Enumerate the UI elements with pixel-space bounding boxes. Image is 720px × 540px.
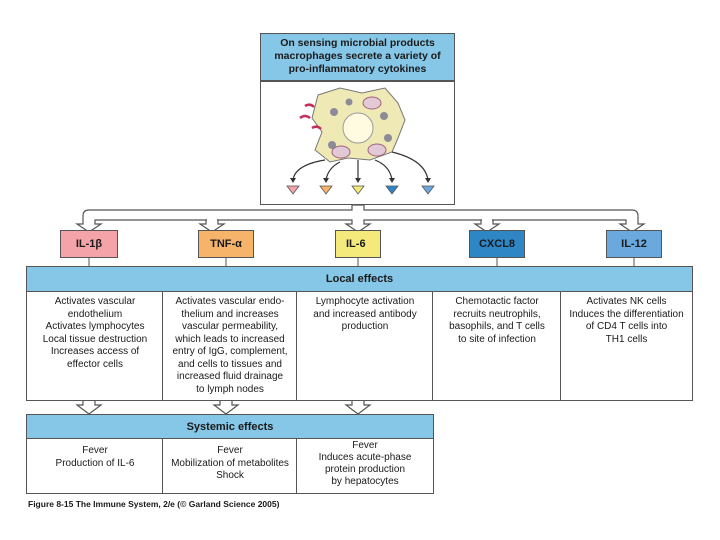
effect-line: Local tissue destruction xyxy=(42,333,148,345)
header-line: On sensing microbial products xyxy=(280,37,435,49)
local-effect-cxcl8: Chemotactic factor recruits neutrophils,… xyxy=(432,291,562,401)
macrophage-panel xyxy=(260,81,455,205)
effect-line: and increased antibody xyxy=(313,308,417,320)
distribution-arrow xyxy=(75,204,646,233)
cytokine-il12: IL-12 xyxy=(606,230,662,258)
macrophage-header: On sensing microbial products macrophage… xyxy=(260,33,455,81)
effect-line: Mobilization of metabolites xyxy=(171,457,289,469)
local-effect-il12: Activates NK cells Induces the different… xyxy=(560,291,693,401)
effect-line: Production of IL-6 xyxy=(55,457,135,469)
cytokine-triangles xyxy=(286,185,435,195)
figure-caption: Figure 8-15 The Immune System, 2/e (© Ga… xyxy=(28,499,280,509)
systemic-effects-header: Systemic effects xyxy=(26,414,434,440)
cytokine-tnfa: TNF-α xyxy=(198,230,254,258)
local-to-systemic-arrows xyxy=(75,399,372,415)
effect-line: production xyxy=(341,321,389,332)
effect-line: Activates NK cells xyxy=(586,296,667,307)
local-effect-il6: Lymphocyte activation and increased anti… xyxy=(296,291,434,401)
local-effects-header: Local effects xyxy=(26,266,693,292)
effect-line: effector cells xyxy=(67,358,123,370)
effect-line: and cells to tissues and xyxy=(178,358,282,370)
macrophage-illustration xyxy=(299,87,406,163)
header-line: pro-inflammatory cytokines xyxy=(288,63,427,75)
effect-line: to lymph nodes xyxy=(196,383,264,395)
effect-line: increased fluid drainage xyxy=(176,371,284,382)
header-line: macrophages secrete a variety of xyxy=(274,50,441,62)
effect-line: Fever xyxy=(352,440,378,451)
effect-line: protein production xyxy=(324,464,406,475)
cytokine-il1b: IL-1β xyxy=(60,230,118,258)
effect-line: Activates vascular endo- xyxy=(175,296,285,307)
effect-line: endothelium xyxy=(67,308,123,320)
effect-line: which leads to increased xyxy=(175,333,285,345)
effect-line: Activates vascular xyxy=(54,296,136,307)
effect-line: entry of IgG, complement, xyxy=(172,346,288,357)
effect-line: Lymphocyte activation xyxy=(315,296,415,307)
effect-line: Fever xyxy=(217,445,243,456)
systemic-effect-tnfa: Fever Mobilization of metabolites Shock xyxy=(162,438,298,494)
effect-line: to site of infection xyxy=(458,333,536,345)
effect-line: of CD4 T cells into xyxy=(585,321,668,332)
cytokine-cxcl8: CXCL8 xyxy=(469,230,525,258)
cytokine-il6: IL-6 xyxy=(335,230,381,258)
local-effect-tnfa: Activates vascular endo- thelium and inc… xyxy=(162,291,298,401)
local-effect-il1b: Activates vascular endothelium Activates… xyxy=(26,291,164,401)
effect-line: vascular permeability, xyxy=(182,321,278,332)
effect-line: Chemotactic factor xyxy=(455,296,539,307)
effect-line: Fever xyxy=(82,445,108,456)
effect-line: Increases access of xyxy=(50,346,140,357)
effect-line: thelium and increases xyxy=(181,308,279,320)
effect-line: Activates lymphocytes xyxy=(45,321,145,332)
systemic-effect-il6: Fever Induces acute-phase protein produc… xyxy=(296,438,434,494)
effect-line: Induces acute-phase xyxy=(318,452,412,463)
effect-line: Induces the differentiation xyxy=(569,308,684,320)
effect-line: Shock xyxy=(216,470,244,481)
systemic-effect-il1b: Fever Production of IL-6 xyxy=(26,438,164,494)
effect-line: by hepatocytes xyxy=(331,476,399,487)
effect-line: basophils, and T cells xyxy=(449,321,545,332)
effect-line: recruits neutrophils, xyxy=(453,308,541,320)
effect-line: TH1 cells xyxy=(605,333,648,345)
